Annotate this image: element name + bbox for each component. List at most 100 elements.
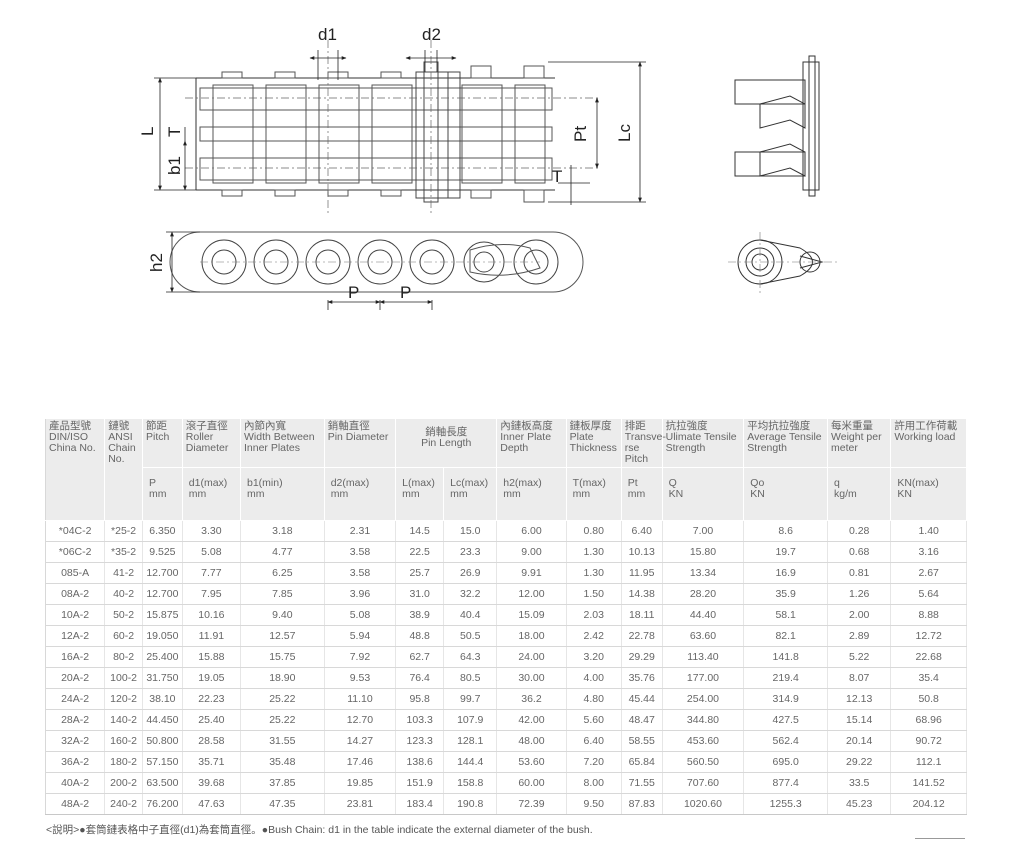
table-cell: 53.60 [496,751,567,773]
table-cell: 3.20 [566,646,622,668]
table-cell: 15.80 [662,541,745,563]
header-line: Inner Plates [243,442,301,454]
label-Pt: Pt [571,126,590,142]
unit-line: mm [572,488,591,500]
table-cell: 240-2 [104,793,143,815]
table-cell: 9.00 [496,541,567,563]
table-cell: 48.00 [496,730,567,752]
label-b1: b1 [165,156,184,175]
table-cell: 48.47 [621,709,663,731]
header-line: Thickness [569,442,617,454]
table-cell: 160-2 [104,730,143,752]
unit-line: mm [627,488,646,500]
table-cell: 87.83 [621,793,663,815]
table-cell: 23.3 [443,541,498,563]
table-cell: 9.53 [324,667,397,689]
table-cell: 7.85 [240,583,325,605]
header-line: meter [831,442,858,454]
table-cell: 65.84 [621,751,663,773]
table-cell: 71.55 [621,772,663,794]
unit-line: mm [330,488,349,500]
table-cell: 12.70 [324,709,397,731]
table-cell: 38.10 [142,688,183,710]
header-line: Strength [665,442,706,454]
table-cell: 138.6 [395,751,445,773]
table-cell: *35-2 [104,541,143,563]
header-line: 內節內寬 [243,420,286,432]
table-cell: 7.77 [182,562,241,584]
header-line: 每米重量 [831,420,874,432]
table-cell: 25.7 [395,562,445,584]
unit-line: d1(max) [188,477,228,489]
table-cell: 2.00 [827,604,892,626]
unit-line: KN [897,488,912,500]
table-cell: 44.40 [662,604,745,626]
table-cell: 32.2 [443,583,498,605]
table-cell: 5.08 [182,541,241,563]
header-line: Diameter [185,442,229,454]
table-cell: 103.3 [395,709,445,731]
table-cell: 62.7 [395,646,445,668]
table-cell: 2.67 [890,562,967,584]
table-cell: 107.9 [443,709,498,731]
table-cell: 47.35 [240,793,325,815]
table-cell: 1255.3 [743,793,829,815]
unit-cell: d2(max)mm [323,467,397,521]
header-line: Width Between [243,431,315,443]
table-cell: 22.5 [395,541,445,563]
table-cell: 68.96 [890,709,967,731]
table-cell: 48.8 [395,625,445,647]
table-cell: 123.3 [395,730,445,752]
table-cell: 141.8 [743,646,829,668]
table-cell: 15.88 [182,646,241,668]
table-cell: 25.22 [240,709,325,731]
table-cell: 99.7 [443,688,498,710]
table-cell: 14.27 [324,730,397,752]
header-line: 許用工作荷載 [894,420,958,432]
table-cell: 1.40 [890,520,967,542]
table-cell: 95.8 [395,688,445,710]
unit-line: kg/m [834,488,857,500]
table-cell: 58.1 [743,604,829,626]
table-cell: *04C-2 [44,520,106,542]
table-cell: 19.85 [324,772,397,794]
table-cell: 2.31 [324,520,397,542]
unit-cell: L(max)mm [395,467,445,521]
table-cell: 42.00 [496,709,567,731]
table-cell: 82.1 [743,625,829,647]
table-cell: 25.22 [240,688,325,710]
table-cell: 76.4 [395,667,445,689]
table-cell: 35.48 [240,751,325,773]
table-cell: 0.28 [827,520,892,542]
table-cell: 158.8 [443,772,498,794]
table-cell: 1.50 [566,583,622,605]
table-cell: 15.75 [240,646,325,668]
table-cell: 22.78 [621,625,663,647]
table-cell: 427.5 [743,709,829,731]
header-line: 節距 [145,420,167,432]
table-cell: 128.1 [443,730,498,752]
table-cell: 141.52 [890,772,967,794]
table-cell: 45.23 [827,793,892,815]
table-cell: 9.40 [240,604,325,626]
header-line: Strength [747,442,787,454]
table-cell: 8.6 [743,520,829,542]
header-line: Pin Length [421,437,472,449]
unit-line: mm [503,488,521,500]
table-cell: 08A-2 [44,583,106,605]
table-cell: 29.29 [621,646,663,668]
table-cell: 12.72 [890,625,967,647]
